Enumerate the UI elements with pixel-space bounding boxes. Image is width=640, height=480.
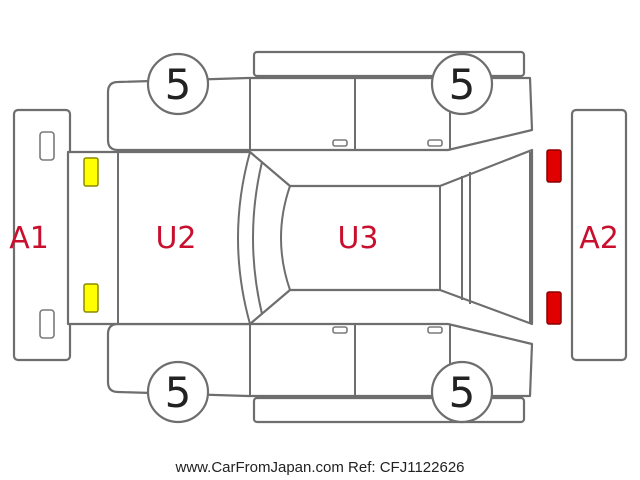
headlight-bottom xyxy=(83,283,99,313)
rear-bumper xyxy=(570,108,628,362)
wheel-grade-rear-left: 5 xyxy=(449,60,476,109)
left-side-body xyxy=(106,76,534,152)
wheel-grade-front-left: 5 xyxy=(165,60,192,109)
wheel-grade-rear-right: 5 xyxy=(449,368,476,417)
zone-label-front-bumper: A1 xyxy=(9,221,49,256)
taillight-bottom xyxy=(546,291,562,325)
footer-credit: www.CarFromJapan.com Ref: CFJ1122626 xyxy=(175,459,465,476)
wheel-front-left: 5 xyxy=(146,52,210,116)
wheel-front-right: 5 xyxy=(146,360,210,424)
zone-label-hood: U2 xyxy=(155,221,196,256)
taillight-top xyxy=(546,149,562,183)
wheel-rear-right: 5 xyxy=(430,360,494,424)
zone-label-roof: U3 xyxy=(337,221,378,256)
top-view-body xyxy=(66,148,534,326)
wheel-rear-left: 5 xyxy=(430,52,494,116)
headlight-top xyxy=(83,157,99,187)
wheel-grade-front-right: 5 xyxy=(165,368,192,417)
zone-label-rear-bumper: A2 xyxy=(579,221,619,256)
right-side-body xyxy=(106,322,534,398)
